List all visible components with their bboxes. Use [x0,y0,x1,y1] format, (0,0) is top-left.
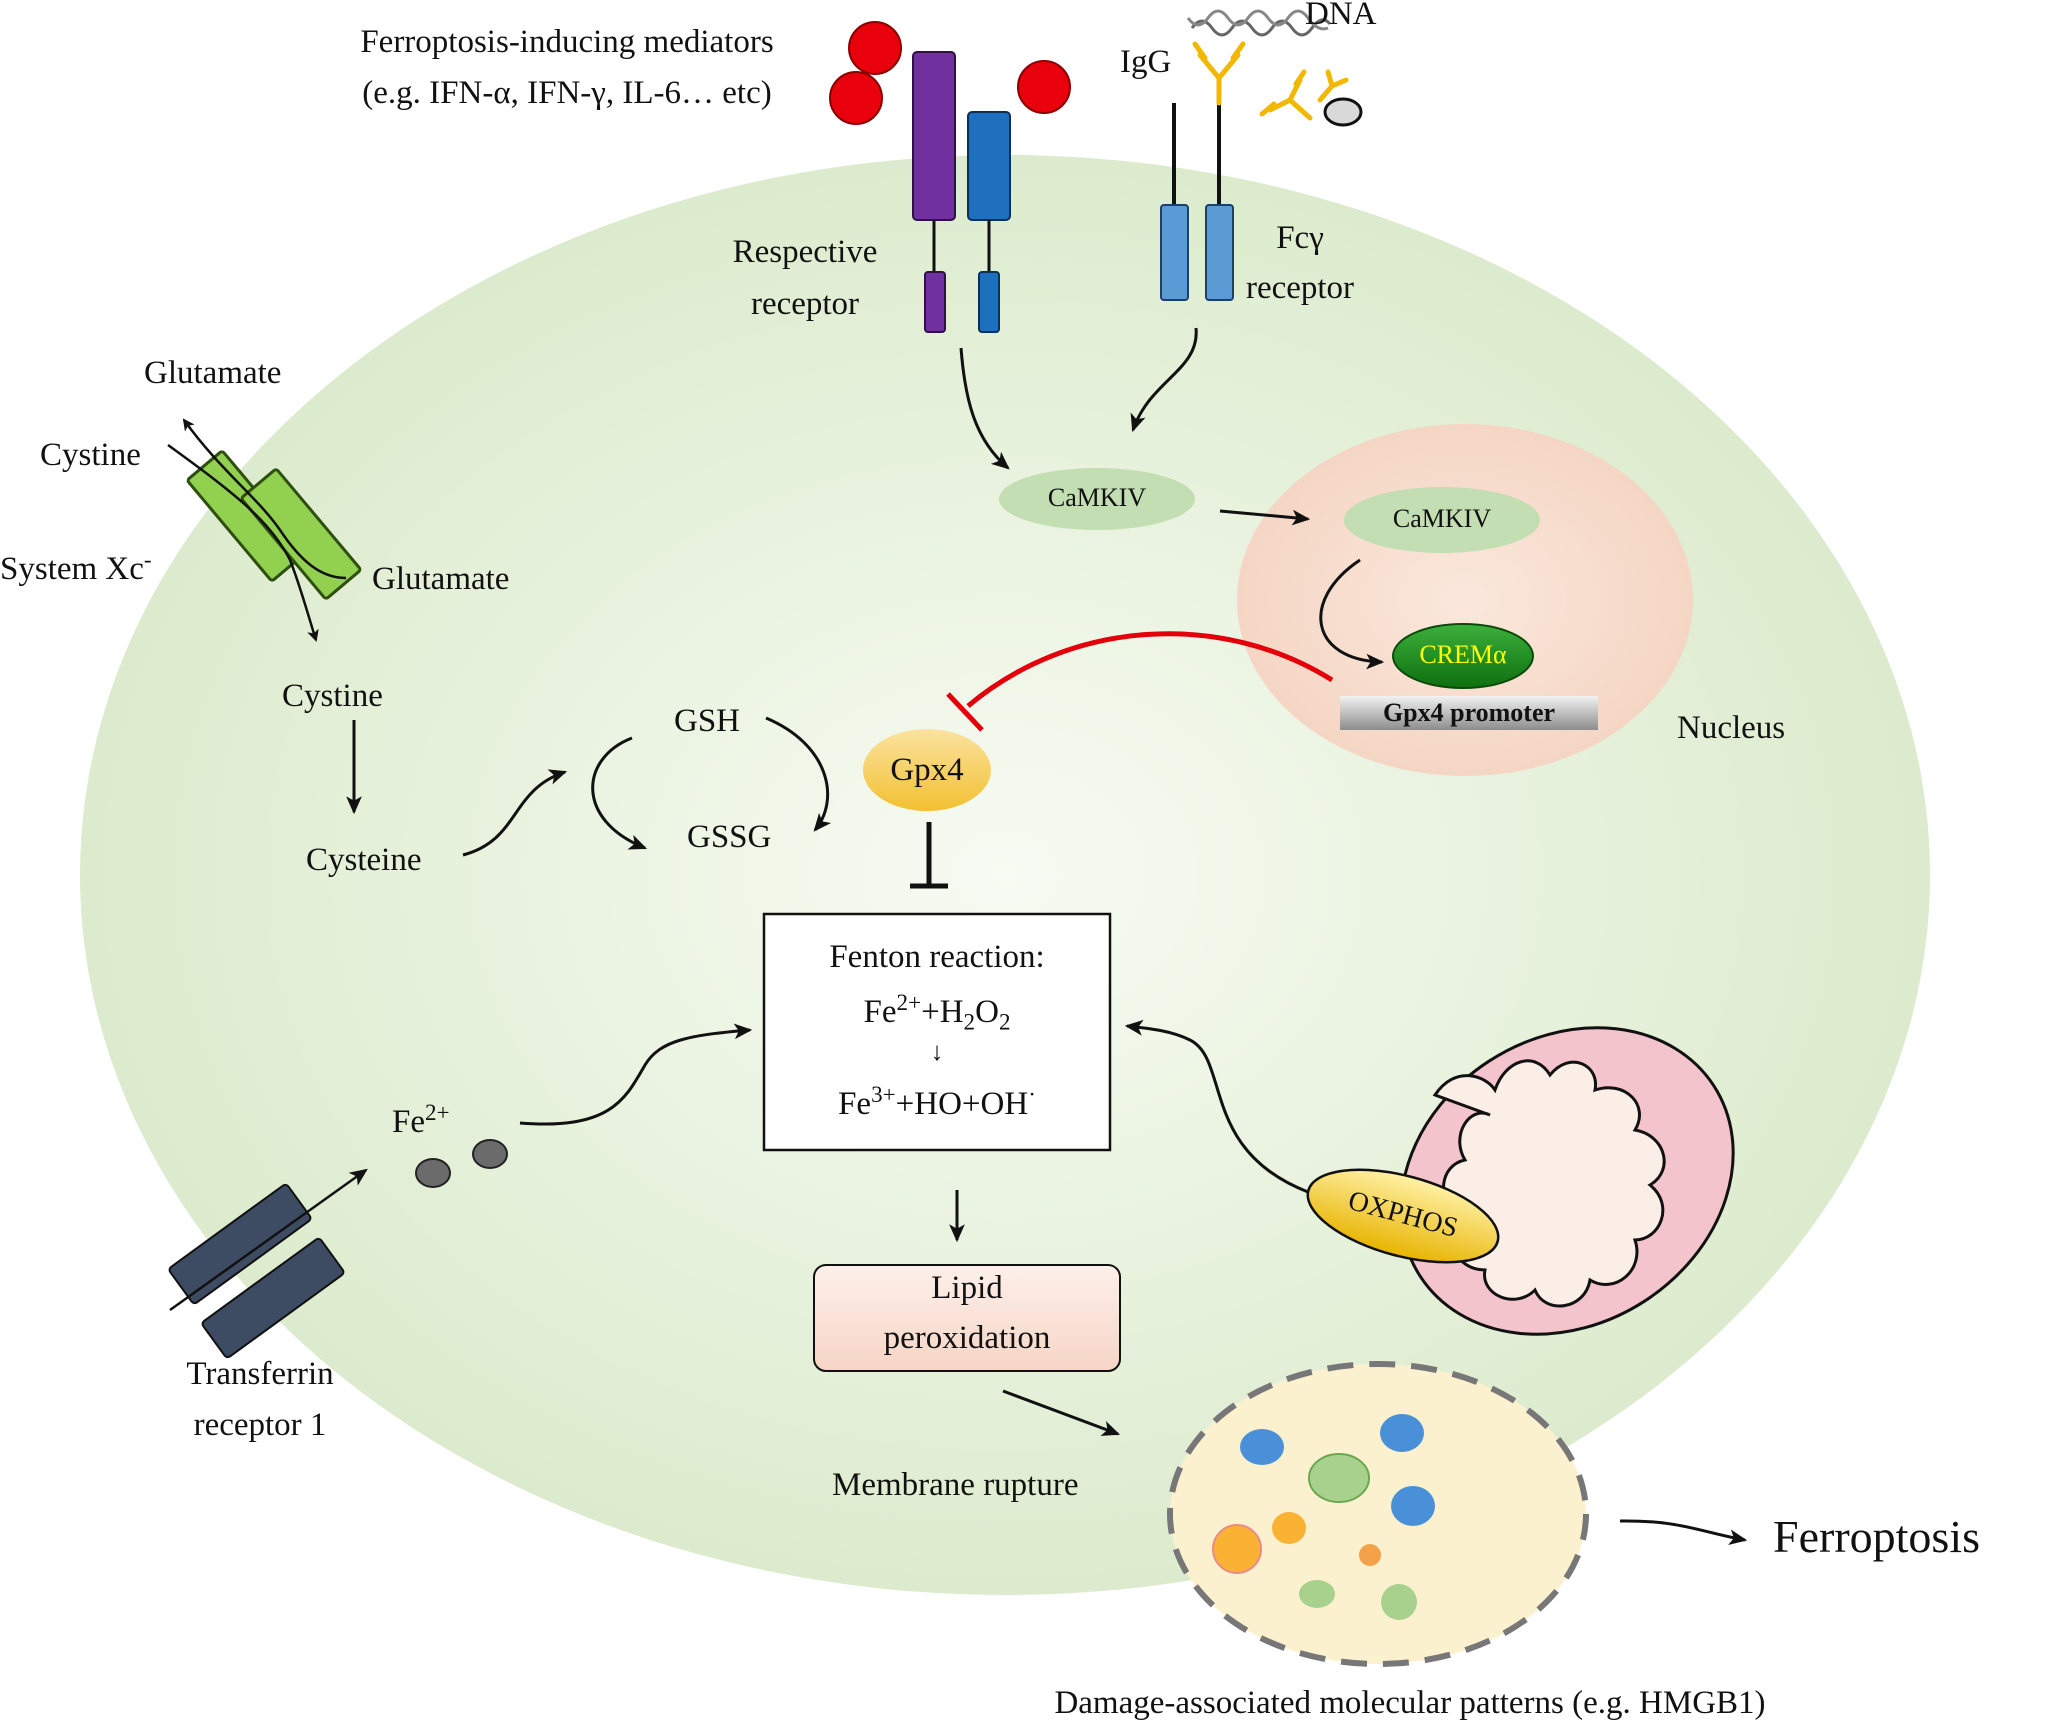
cystine-out-label: Cystine [40,437,141,473]
respective-receptor-icon [912,51,1011,333]
mediators-label-line2: (e.g. IFN-α, IFN-γ, IL-6… etc) [362,75,772,111]
camkiv-to-crema-arrow [1319,558,1385,670]
lipid-label-2: peroxidation [883,1320,1051,1356]
gpx4-promoter-bar [1340,696,1598,730]
transferrin-label-1: Transferrin [186,1356,334,1392]
crema-icon [1392,623,1534,689]
lipid-label-1: Lipid [931,1270,1003,1306]
camkiv-nucleus-label: CaMKIV [1392,504,1492,533]
iron-ion-icon [415,1139,508,1188]
fcy-label-2: receptor [1245,270,1355,306]
antibody-y-icon [1192,41,1349,121]
crema-label: CREMα [1419,640,1507,669]
fcy-receptor-icon [1160,103,1234,301]
oxphos-to-fenton-arrow [1124,1019,1309,1194]
damps-to-ferroptosis-arrow [1619,1519,1748,1545]
lipid-peroxidation-box [813,1264,1121,1372]
fcy-to-camkiv-arrow [1130,327,1198,433]
gpx4-icon [863,729,991,811]
damp-particle-icon [1212,1414,1435,1620]
crema-inhibits-gpx4-line [966,631,1334,708]
receptor-to-camkiv-arrow [959,347,1010,470]
damps-label: Damage-associated molecular patterns (e.… [1054,1685,1766,1721]
fenton-products: Fe3++HO+OH· [838,1081,1036,1122]
igg-label: IgG [1120,44,1172,80]
lipid-to-damps-arrow [1002,1389,1121,1436]
fenton-reaction-box [762,912,1112,1152]
camkiv-nucleus [1344,487,1540,553]
dna-label: DNA [1305,0,1377,32]
gsh-cycle-left-arrow [591,736,648,850]
fenton-reactants: Fe2++H2O2 [863,989,1011,1035]
transferrin-receptor-icon [168,1183,345,1359]
camkiv-cytoplasm-label: CaMKIV [1047,483,1147,512]
nucleus-label: Nucleus [1677,710,1786,746]
fe2-label: Fe2+ [392,1099,450,1140]
gpx4-label: Gpx4 [890,752,964,788]
inhibition-bar-red [946,692,984,732]
system-xc-transporter-icon [186,450,362,600]
fenton-arrow: ↓ [930,1037,944,1066]
transferrin-label-2: receptor 1 [193,1407,327,1443]
cystine-in-label: Cystine [282,678,383,714]
dna-strand-icon [1190,18,1332,37]
dna-strand-icon [1186,9,1329,31]
respective-receptor-label-2: receptor [750,286,860,322]
glutamate-export-arrow [182,418,347,580]
system-xc-label: System Xc- [0,546,152,587]
damp-blob [1167,1361,1589,1667]
fcy-label-1: Fcγ [1276,220,1324,256]
camkiv-cytoplasm [999,468,1195,530]
gssg-label: GSSG [687,819,772,855]
transferrin-import-arrow [169,1168,368,1312]
gsh-label: GSH [674,703,741,739]
cysteine-label: Cysteine [306,842,422,878]
ferroptosis-label: Ferroptosis [1773,1511,1980,1562]
camkiv-translocation-arrow [1219,509,1311,526]
fe-to-fenton-arrow [519,1023,753,1126]
glutamate-in-label: Glutamate [372,561,510,597]
cystine-import-arrow [167,443,319,642]
glutamate-out-label: Glutamate [144,355,282,391]
mediator-ball-icon [829,21,1071,125]
cysteine-to-gsh-arrow [462,769,568,857]
mediators-label-line1: Ferroptosis-inducing mediators [360,24,774,60]
membrane-rupture-label: Membrane rupture [832,1467,1079,1503]
antigen-icon [1323,97,1363,127]
fenton-title: Fenton reaction: [829,939,1045,975]
respective-receptor-label-1: Respective [732,234,878,270]
gsh-cycle-right-arrow [765,716,832,832]
gpx4-promoter-label: Gpx4 promoter [1382,698,1556,727]
